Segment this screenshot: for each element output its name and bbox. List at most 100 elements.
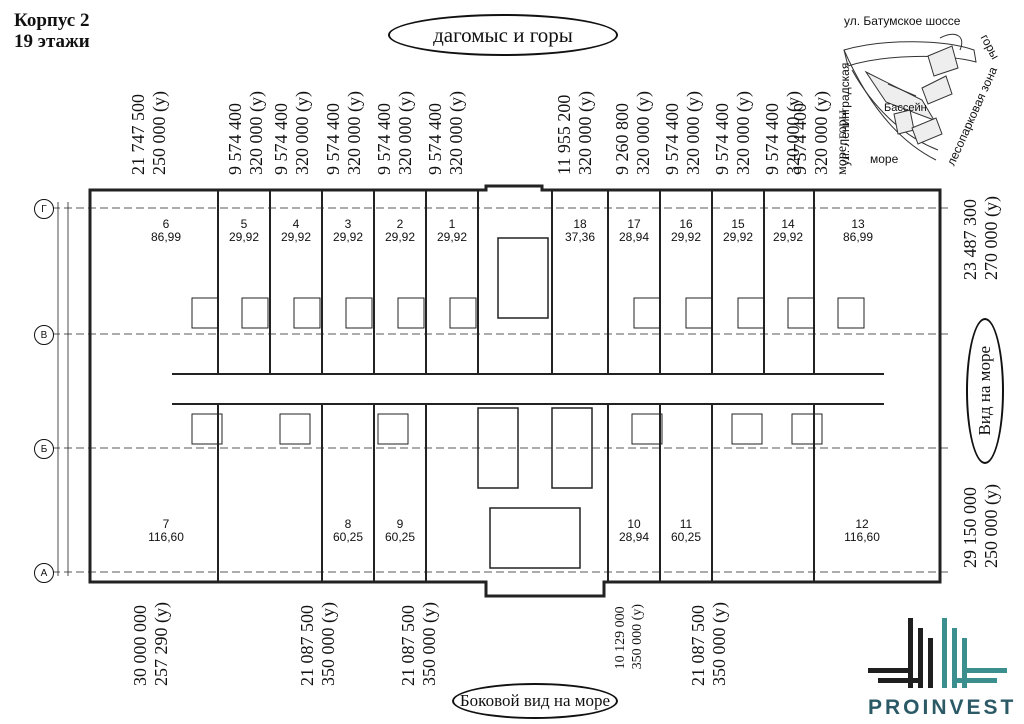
apartment-number: 2 [396,217,404,231]
price-value: 9 574 400 [225,103,245,175]
apartment-area: 116,60 [148,530,184,544]
apartment-area: 60,25 [384,530,416,544]
apartment-area: 29,92 [772,230,804,244]
price-per-m2: 350 000 (у) [318,602,338,686]
view-label-bottom-text: Боковой вид на море [459,691,611,710]
price-label-10: 10 129 000 350 000 (у) [612,604,646,669]
site-map-drawing [843,34,977,161]
apartment-number: 17 [627,217,641,231]
price-per-m2: 320 000 (у) [446,91,466,175]
price-value: 9 574 400 [790,103,810,175]
price-value: 21 087 500 [398,605,418,686]
price-label-18: 11 955 200 320 000 (у) [554,91,596,175]
apartment-number: 12 [855,517,869,531]
apartment-area: 29,92 [280,230,312,244]
axis-marker-g: Г [34,199,54,219]
view-label-top-text: дагомыс и горы [433,22,573,47]
price-per-m2: 320 000 (у) [292,91,312,175]
price-value: 10 129 000 [613,606,628,670]
apartment-area: 60,25 [670,530,702,544]
price-value: 9 574 400 [425,103,445,175]
price-per-m2: 320 000 (у) [733,91,753,175]
axis-marker-b: Б [34,439,54,459]
map-sea-label: море [870,152,899,166]
view-label-right-text: Вид на море [975,346,994,436]
apartment-area: 60,25 [332,530,364,544]
price-label-4: 9 574 400 320 000 (у) [271,91,313,175]
price-per-m2: 320 000 (у) [344,91,364,175]
apartment-number: 7 [162,517,170,531]
apartment-area: 29,92 [670,230,702,244]
price-value: 29 150 000 [960,487,980,568]
apartment-number: 16 [679,217,693,231]
apartment-area: 29,92 [384,230,416,244]
apartment-area: 28,94 [618,530,650,544]
floor-count: 19 этажи [14,31,90,52]
price-per-m2: 320 000 (у) [395,91,415,175]
price-value: 21 087 500 [688,605,708,686]
apartment-number: 4 [292,217,300,231]
price-label-17: 9 260 800 320 000 (у) [612,91,654,175]
apartment-area: 29,92 [436,230,468,244]
floor-plan-drawing [52,184,952,598]
price-per-m2: 350 000 (у) [709,602,729,686]
price-value: 9 574 400 [712,103,732,175]
price-value: 21 747 500 [128,94,148,175]
price-per-m2: 350 000 (у) [419,602,439,686]
price-per-m2: 250 000 (у) [981,484,1001,568]
apartment-area: 29,92 [722,230,754,244]
apartment-number: 14 [781,217,795,231]
price-label-2: 9 574 400 320 000 (у) [374,91,416,175]
apartment-area: 37,36 [564,230,596,244]
price-per-m2: 320 000 (у) [246,91,266,175]
price-per-m2: 320 000 (у) [575,91,595,175]
building-name: Корпус 2 [14,10,90,31]
price-label-8: 21 087 500 350 000 (у) [297,602,339,686]
apartment-area: 29,92 [332,230,364,244]
apartment-number: 3 [344,217,352,231]
axis-marker-v: В [34,325,54,345]
price-label-right-12: 29 150 000 250 000 (у) [960,484,1002,568]
price-value: 9 574 400 [323,103,343,175]
apartment-area: 86,99 [842,230,874,244]
price-label-1: 9 574 400 320 000 (у) [425,91,467,175]
price-value: 23 487 300 [960,199,980,280]
price-per-m2: 320 000 (у) [683,91,703,175]
price-label-5: 9 574 400 320 000 (у) [225,91,267,175]
price-value: 9 574 400 [662,103,682,175]
apartment-number: 18 [573,217,587,231]
price-label-9: 21 087 500 350 000 (у) [398,602,440,686]
building-title: Корпус 2 19 этажи [14,10,90,52]
proinvest-logo: PROINVEST [858,610,1014,720]
apartment-number: 10 [627,517,641,531]
apartment-number: 11 [679,517,693,531]
apartment-number: 13 [851,217,865,231]
logo-mark [868,618,1007,688]
apartment-number: 1 [448,217,456,231]
price-label-6: 21 747 500 250 000 (у) [128,91,170,175]
axis-marker-a: А [34,563,54,583]
price-label-right-13: 23 487 300 270 000 (у) [960,196,1002,280]
price-label-7: 30 000 000 257 290 (у) [130,602,172,686]
view-label-top: дагомыс и горы [388,14,618,56]
apartment-area: 28,94 [618,230,650,244]
apartment-area: 29,92 [228,230,260,244]
price-value: 11 955 200 [554,94,574,175]
